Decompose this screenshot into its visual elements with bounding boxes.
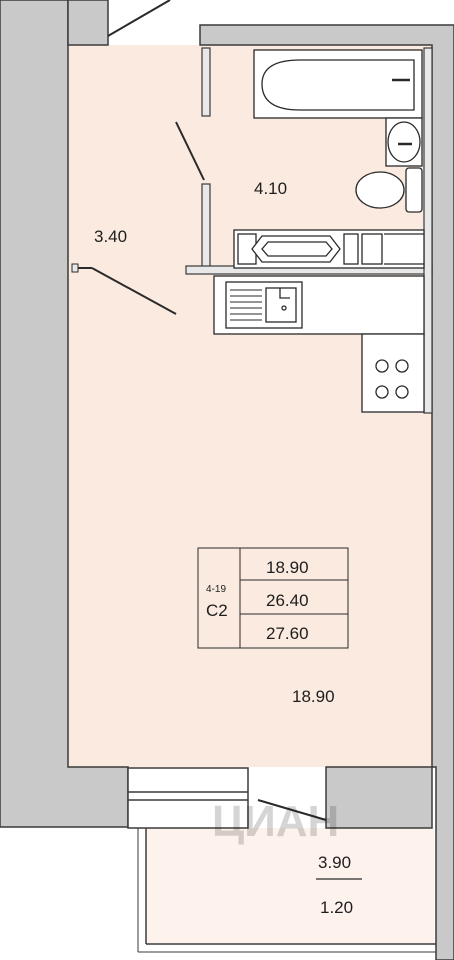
stove	[361, 333, 425, 413]
apartment-type: C2	[206, 601, 228, 620]
drain-board	[230, 289, 262, 321]
info-living-area: 18.90	[266, 558, 309, 577]
entry-door	[107, 0, 171, 37]
balcony	[127, 767, 436, 953]
building-code: 4-19	[206, 584, 226, 595]
info-total-area: 26.40	[266, 591, 309, 610]
left-wall	[0, 0, 129, 828]
toilet	[355, 167, 423, 213]
kitchen-counter	[213, 275, 425, 335]
apartment-info-box	[197, 547, 349, 649]
balcony-reduced-area-label: 1.20	[320, 898, 353, 917]
balcony-door	[257, 799, 327, 821]
living-area-label: 18.90	[292, 687, 335, 706]
balcony-area-label: 3.90	[318, 853, 351, 872]
corridor-door	[71, 121, 205, 315]
bathroom-wall-top-left	[201, 47, 211, 117]
corridor-area-label: 3.40	[94, 227, 127, 246]
bathroom-area-label: 4.10	[254, 179, 287, 198]
bathtub	[253, 49, 423, 119]
balcony-floor	[146, 828, 434, 943]
bottom-right-wall	[325, 766, 433, 829]
top-right-wall	[199, 24, 454, 960]
washing-machine-row	[233, 229, 425, 269]
watermark-logo: ЦИАН	[212, 797, 339, 846]
washbasin	[385, 117, 423, 167]
top-left-wall	[67, 0, 109, 46]
watermark-text: ЦИАН	[212, 797, 339, 846]
bathroom-wall-left	[201, 183, 211, 271]
info-total-with-balcony: 27.60	[266, 624, 309, 643]
bathroom-wall-right-strip	[423, 47, 433, 414]
